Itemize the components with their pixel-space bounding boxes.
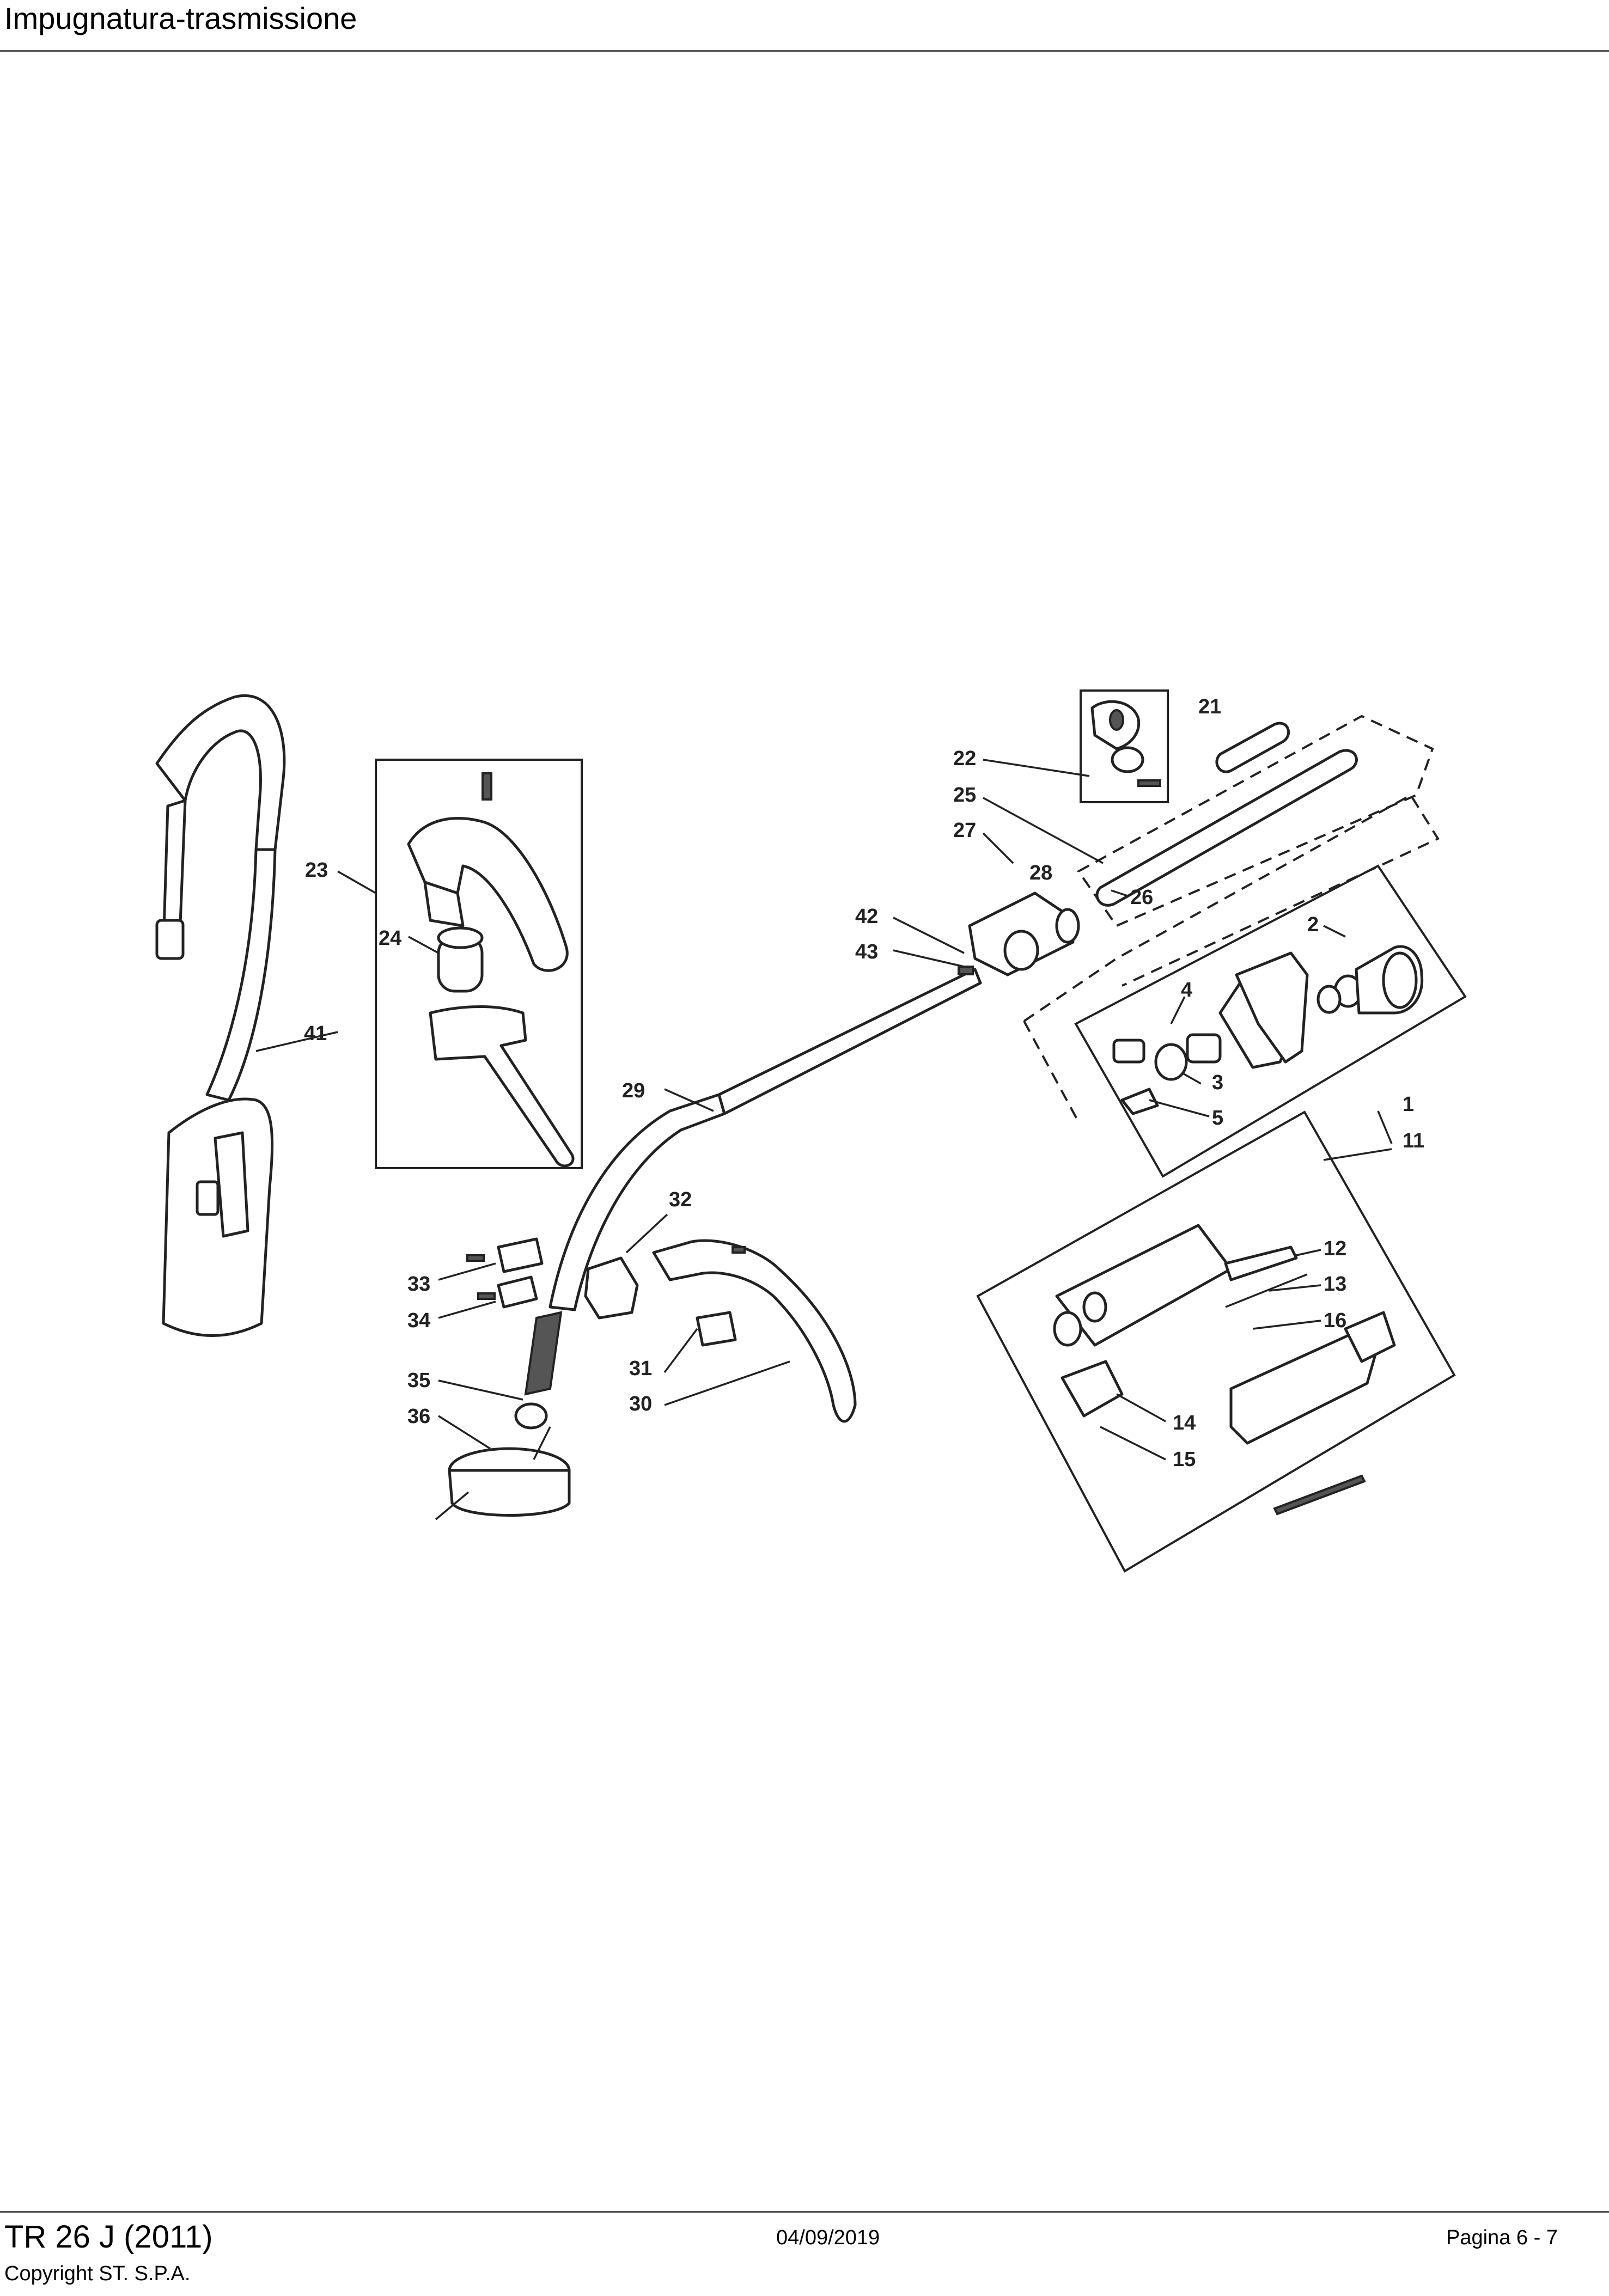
callout-14: 14 bbox=[1173, 1412, 1196, 1434]
callout-22: 22 bbox=[953, 747, 976, 770]
callout-12: 12 bbox=[1324, 1237, 1346, 1260]
callout-33: 33 bbox=[407, 1273, 430, 1296]
callout-16: 16 bbox=[1324, 1309, 1346, 1332]
shoulder-strap-drawing bbox=[155, 694, 286, 1337]
callout-5: 5 bbox=[1212, 1107, 1223, 1129]
callout-4: 4 bbox=[1181, 979, 1192, 1002]
callout-11: 11 bbox=[1403, 1129, 1424, 1152]
callout-23: 23 bbox=[305, 859, 328, 882]
copyright-text: Copyright ST. S.P.A. bbox=[4, 2262, 191, 2285]
callout-25: 25 bbox=[953, 784, 976, 807]
callout-15: 15 bbox=[1173, 1448, 1196, 1471]
callout-2: 2 bbox=[1307, 913, 1319, 936]
callout-27: 27 bbox=[953, 819, 976, 842]
callout-1: 1 bbox=[1403, 1093, 1414, 1116]
guard-drawing bbox=[584, 1239, 857, 1423]
callout-3: 3 bbox=[1212, 1071, 1223, 1094]
callout-42: 42 bbox=[855, 905, 878, 928]
callout-43: 43 bbox=[855, 941, 878, 963]
callout-21: 21 bbox=[1198, 695, 1221, 718]
page-number: Pagina 6 - 7 bbox=[1446, 2226, 1558, 2249]
footer-rule bbox=[0, 2211, 1609, 2213]
page-title: Impugnatura-trasmissione bbox=[4, 1, 357, 35]
callout-28: 28 bbox=[1029, 862, 1052, 884]
callout-29: 29 bbox=[622, 1079, 645, 1102]
callout-30: 30 bbox=[629, 1393, 652, 1415]
callout-24: 24 bbox=[379, 927, 401, 950]
callout-32: 32 bbox=[669, 1188, 692, 1211]
leader-lines bbox=[255, 759, 1393, 1461]
callout-13: 13 bbox=[1324, 1273, 1346, 1296]
handle-kit-drawing bbox=[375, 759, 583, 1169]
callout-41: 41 bbox=[304, 1022, 327, 1045]
callout-36: 36 bbox=[407, 1405, 430, 1428]
throttle-handle-drawing bbox=[976, 1110, 1456, 1573]
header-rule bbox=[0, 50, 1609, 52]
callout-numbers: 21 22 25 27 28 26 23 24 41 42 43 29 2 4 … bbox=[304, 695, 1424, 1471]
print-date: 04/09/2019 bbox=[776, 2226, 880, 2249]
callout-34: 34 bbox=[407, 1309, 430, 1332]
gear-case-drawing bbox=[1023, 793, 1467, 1178]
callout-31: 31 bbox=[629, 1357, 652, 1380]
trimmer-head-drawing bbox=[435, 1237, 571, 1521]
model-name: TR 26 J (2011) bbox=[4, 2219, 213, 2255]
upper-shaft-components-drawing bbox=[968, 689, 1434, 976]
main-shaft-drawing bbox=[548, 966, 982, 1311]
callout-26: 26 bbox=[1130, 886, 1153, 909]
callout-35: 35 bbox=[407, 1369, 430, 1392]
